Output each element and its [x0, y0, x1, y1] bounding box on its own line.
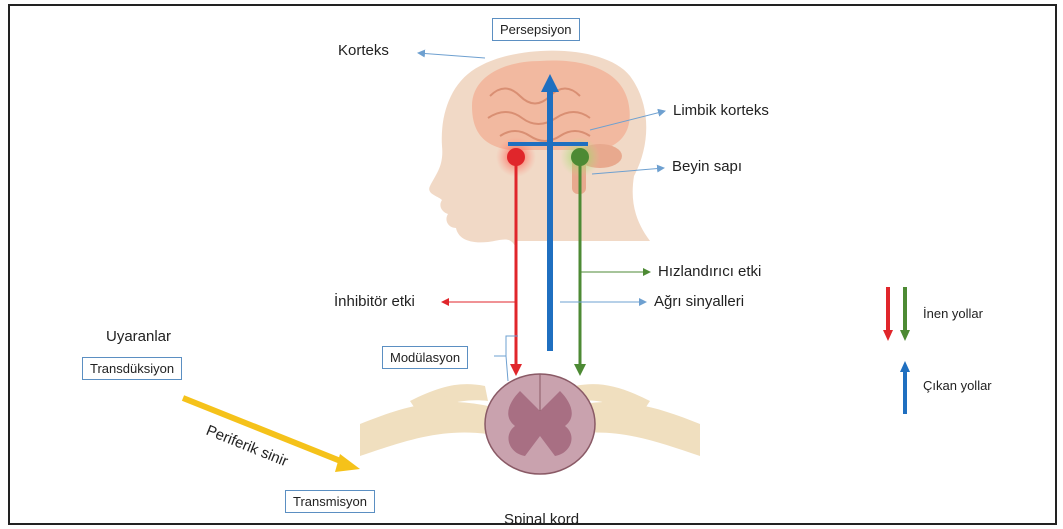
brainstem-label: Beyin sapı [672, 158, 742, 175]
cortex-label: Korteks [338, 42, 389, 59]
stimuli-label: Uyaranlar [106, 328, 171, 345]
inhibitory-node [507, 148, 525, 166]
legend-ascending-label: Çıkan yollar [923, 378, 992, 393]
legend-descending [883, 287, 910, 341]
limbic-cortex-label: Limbik korteks [673, 102, 769, 119]
pain-pathway-illustration [10, 6, 1057, 525]
transmission-box: Transmisyon [285, 490, 375, 513]
facilitatory-effect-label: Hızlandırıcı etki [658, 263, 761, 280]
spinal-cord-label: Spinal kord [504, 511, 579, 525]
diagram-frame: Persepsiyon Korteks Limbik korteks Beyin… [8, 4, 1057, 525]
legend-descending-label: İnen yollar [923, 306, 983, 321]
pain-signals-label: Ağrı sinyalleri [654, 293, 744, 310]
legend-ascending [900, 361, 910, 414]
transduction-box: Transdüksiyon [82, 357, 182, 380]
spinal-cord-section [485, 374, 595, 474]
perception-box: Persepsiyon [492, 18, 580, 41]
inhibitory-effect-label: İnhibitör etki [334, 293, 415, 310]
head-silhouette [429, 51, 650, 246]
facilitatory-node [571, 148, 589, 166]
modulation-box: Modülasyon [382, 346, 468, 369]
